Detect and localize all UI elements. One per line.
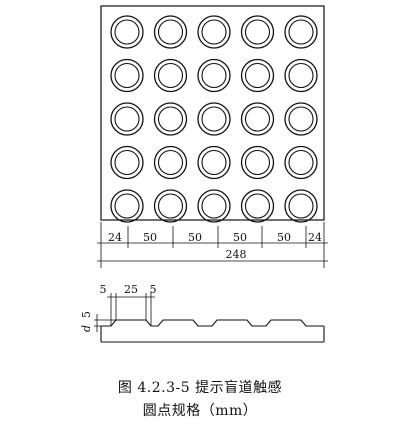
dim-top-left: 5 — [100, 283, 107, 296]
tactile-dot — [197, 145, 231, 180]
dim-segment-4: 50 — [233, 231, 247, 244]
section-view — [100, 319, 325, 343]
tile-outline — [100, 5, 325, 221]
plan-dimension-lines — [97, 222, 328, 268]
dim-segment-3: 50 — [188, 231, 202, 244]
tactile-dot — [110, 102, 144, 136]
tactile-dot — [197, 58, 231, 93]
tactile-dot — [110, 145, 144, 180]
section-profile — [101, 319, 324, 327]
dim-segment-6: 24 — [308, 231, 322, 244]
tactile-dot — [284, 145, 318, 180]
section-dimension-lines — [94, 293, 155, 332]
tactile-dot — [153, 102, 188, 136]
tactile-dot — [284, 15, 318, 49]
tactile-dot — [284, 189, 318, 223]
tactile-dot — [240, 145, 275, 180]
tactile-dot — [110, 189, 144, 223]
dim-segment-1: 24 — [108, 231, 122, 244]
tactile-dot — [153, 58, 188, 93]
tactile-dot — [153, 189, 188, 223]
tactile-dot — [153, 145, 188, 180]
dim-top-middle: 25 — [124, 283, 138, 296]
plan-segment-labels: 24 50 50 50 50 24 248 — [108, 231, 322, 261]
dot-grid — [110, 15, 318, 223]
dim-height-symbol: d — [80, 325, 93, 332]
plan-view — [100, 5, 325, 223]
caption-line-1: 图 4.2.3-5 提示盲道触感 — [117, 380, 283, 396]
tactile-dot — [153, 15, 188, 49]
tactile-dot — [240, 15, 275, 49]
tactile-dot — [110, 58, 144, 93]
dim-segment-5: 50 — [277, 231, 291, 244]
tactile-dot — [284, 102, 318, 136]
tactile-dot — [197, 189, 231, 223]
tactile-dot — [110, 15, 144, 49]
dim-total: 248 — [226, 248, 247, 261]
tactile-dot — [284, 58, 318, 93]
dim-segment-2: 50 — [143, 231, 157, 244]
section-labels: 5 25 5 d 5 — [80, 283, 157, 332]
dim-top-right: 5 — [150, 283, 157, 296]
tactile-dot — [197, 15, 231, 49]
tactile-dot — [197, 102, 231, 136]
caption-line-2: 圆点规格（mm） — [142, 403, 258, 419]
tactile-dot — [240, 189, 275, 223]
dim-height-value: 5 — [80, 311, 93, 318]
tactile-dot — [240, 102, 275, 136]
tactile-dot — [240, 58, 275, 93]
